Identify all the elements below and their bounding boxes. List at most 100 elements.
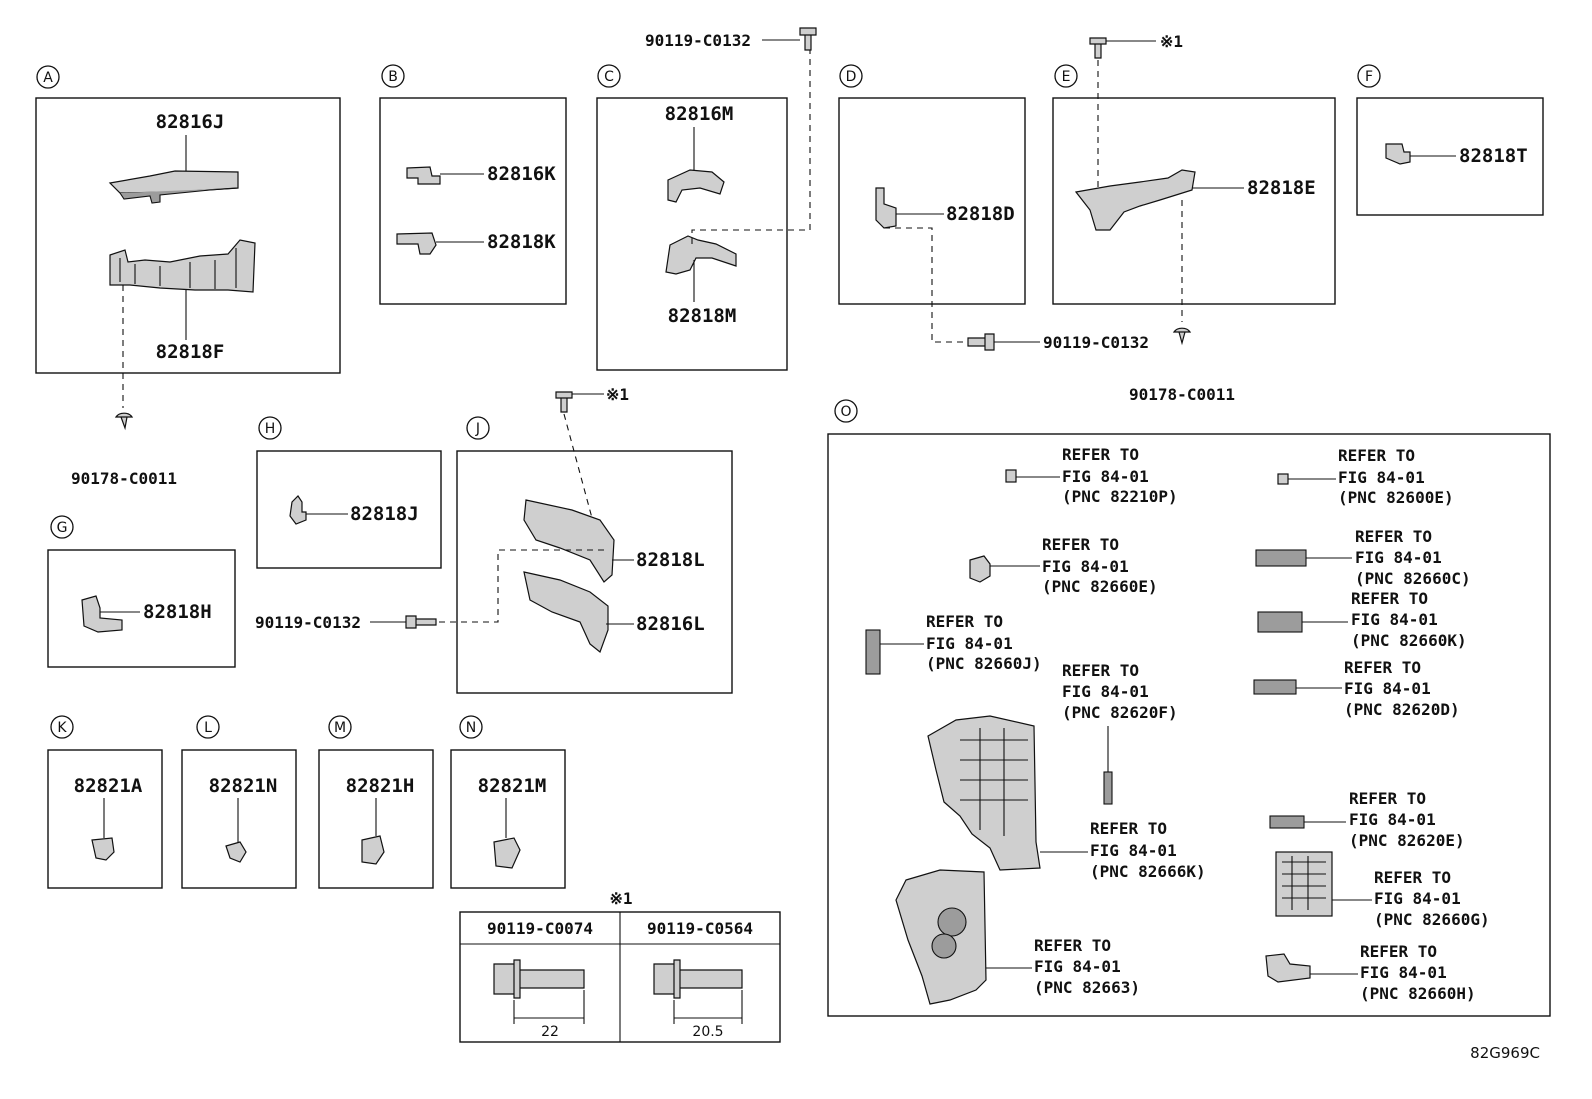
section-n: N 82821M <box>450 715 566 889</box>
section-g-letter: G <box>57 520 68 536</box>
part-label-82821N: 82821N <box>209 775 278 797</box>
ref-82660G-part-shape <box>1275 851 1333 917</box>
section-e: E ※1 82818E 90178-C0011 <box>1052 32 1336 404</box>
part-82821H-shape <box>361 835 385 865</box>
ref-82660E-line1: REFER TO <box>1042 535 1119 554</box>
screw-c-icon <box>799 27 817 51</box>
ref-82620F-line3: (PNC 82620F) <box>1062 703 1178 722</box>
ref-82660J-part-shape <box>865 629 881 675</box>
section-c: C 82816M 82818M 90119-C0132 <box>596 27 817 371</box>
part-82821A-shape <box>91 837 115 861</box>
ref-82620D-line3: (PNC 82620D) <box>1344 700 1460 719</box>
section-f: F 82818T <box>1356 64 1544 216</box>
ref-82660C-line2: FIG 84-01 <box>1355 548 1442 567</box>
ref-82660G-line2: FIG 84-01 <box>1374 889 1461 908</box>
section-o: O REFER TO FIG 84-01 (PNC 82210P) REFER … <box>827 399 1551 1017</box>
fastener-note-e: ※1 <box>1160 32 1183 51</box>
ref-82663-line2: FIG 84-01 <box>1034 957 1121 976</box>
ref-82660E-line3: (PNC 82660E) <box>1042 577 1158 596</box>
ref-82620D-line2: FIG 84-01 <box>1344 679 1431 698</box>
part-label-82816M: 82816M <box>665 103 734 125</box>
section-e-box <box>1052 97 1336 305</box>
part-label-82818K: 82818K <box>487 231 556 253</box>
ref-82666K-line3: (PNC 82666K) <box>1090 862 1206 881</box>
section-c-letter: C <box>604 69 614 85</box>
bolt-c0074-icon <box>493 959 585 999</box>
part-label-82818D: 82818D <box>946 203 1015 225</box>
part-label-82818J: 82818J <box>350 503 419 525</box>
section-h-box <box>256 450 442 569</box>
bolt-e-icon <box>1089 37 1107 59</box>
section-h-letter: H <box>265 421 276 437</box>
note-table-length-2: 20.5 <box>692 1024 723 1040</box>
ref-82666K-line2: FIG 84-01 <box>1090 841 1177 860</box>
section-g-marker <box>50 515 74 539</box>
part-label-82821H: 82821H <box>346 775 415 797</box>
ref-82620E-line3: (PNC 82620E) <box>1349 831 1465 850</box>
ref-82660H-part-shape <box>1265 953 1311 983</box>
section-d-letter: D <box>846 69 857 85</box>
part-82818E-shape <box>1074 169 1196 231</box>
ref-82210P-line2: FIG 84-01 <box>1062 467 1149 486</box>
ref-82663-line3: (PNC 82663) <box>1034 978 1140 997</box>
fastener-label-c-screw: 90119-C0132 <box>645 31 751 50</box>
ref-82620D-part-shape <box>1253 679 1297 695</box>
ref-82620E-part-shape <box>1269 815 1305 829</box>
fastener-label-j-screw: 90119-C0132 <box>255 613 361 632</box>
section-a-letter: A <box>43 70 53 86</box>
section-c-marker <box>597 64 621 88</box>
part-82818J-shape <box>289 495 307 525</box>
ref-82660H-line2: FIG 84-01 <box>1360 963 1447 982</box>
section-g: G 82818H <box>47 515 236 668</box>
ref-82663-line1: REFER TO <box>1034 936 1111 955</box>
part-82818D-shape <box>875 187 897 229</box>
section-f-letter: F <box>1365 69 1373 85</box>
fastener-label-a-clip: 90178-C0011 <box>71 469 177 488</box>
section-a: A 82816J 82818F 90178-C0011 <box>35 65 341 488</box>
part-label-82818F: 82818F <box>156 341 225 363</box>
bolt-j-icon <box>555 391 573 413</box>
section-o-marker <box>834 399 858 423</box>
screw-j-icon <box>405 615 437 629</box>
ref-82210P-line3: (PNC 82210P) <box>1062 487 1178 506</box>
ref-82660J-line1: REFER TO <box>926 612 1003 631</box>
part-82821N-shape <box>225 841 247 863</box>
ref-82210P-line1: REFER TO <box>1062 445 1139 464</box>
ref-82660K-line1: REFER TO <box>1351 589 1428 608</box>
part-82816M-shape <box>667 169 725 203</box>
section-g-box <box>47 549 236 668</box>
section-k: K 82821A <box>47 715 163 889</box>
part-label-82818E: 82818E <box>1247 177 1316 199</box>
part-label-82818T: 82818T <box>1459 145 1528 167</box>
ref-82600E-line1: REFER TO <box>1338 446 1415 465</box>
ref-82660K-line2: FIG 84-01 <box>1351 610 1438 629</box>
ref-82600E-line3: (PNC 82600E) <box>1338 488 1454 507</box>
part-label-82821A: 82821A <box>74 775 143 797</box>
section-l-box <box>181 749 297 889</box>
section-l-marker <box>196 715 220 739</box>
clip-a-icon <box>114 412 134 431</box>
ref-82210P-part-shape <box>1005 469 1017 483</box>
section-n-marker <box>459 715 483 739</box>
part-label-82816L: 82816L <box>636 613 705 635</box>
ref-82620E-line2: FIG 84-01 <box>1349 810 1436 829</box>
note-table-part-2: 90119-C0564 <box>647 919 753 938</box>
section-a-marker <box>36 65 60 89</box>
section-e-letter: E <box>1062 69 1071 85</box>
section-j-box <box>456 450 733 694</box>
ref-82660E-part-shape <box>969 555 991 583</box>
ref-82660K-line3: (PNC 82660K) <box>1351 631 1467 650</box>
section-k-letter: K <box>57 720 67 736</box>
part-82818F-shape <box>109 239 256 293</box>
ref-82660J-line2: FIG 84-01 <box>926 634 1013 653</box>
part-82821M-shape <box>493 837 521 869</box>
section-a-box <box>35 97 341 374</box>
bolt-c0564-icon <box>653 959 743 999</box>
section-m-letter: M <box>334 720 346 736</box>
section-o-letter: O <box>840 404 851 420</box>
ref-82620F-part-shape <box>1103 771 1113 805</box>
part-label-82818H: 82818H <box>143 601 212 623</box>
ref-82660G-line3: (PNC 82660G) <box>1374 910 1490 929</box>
part-82818L-shape <box>523 499 615 583</box>
